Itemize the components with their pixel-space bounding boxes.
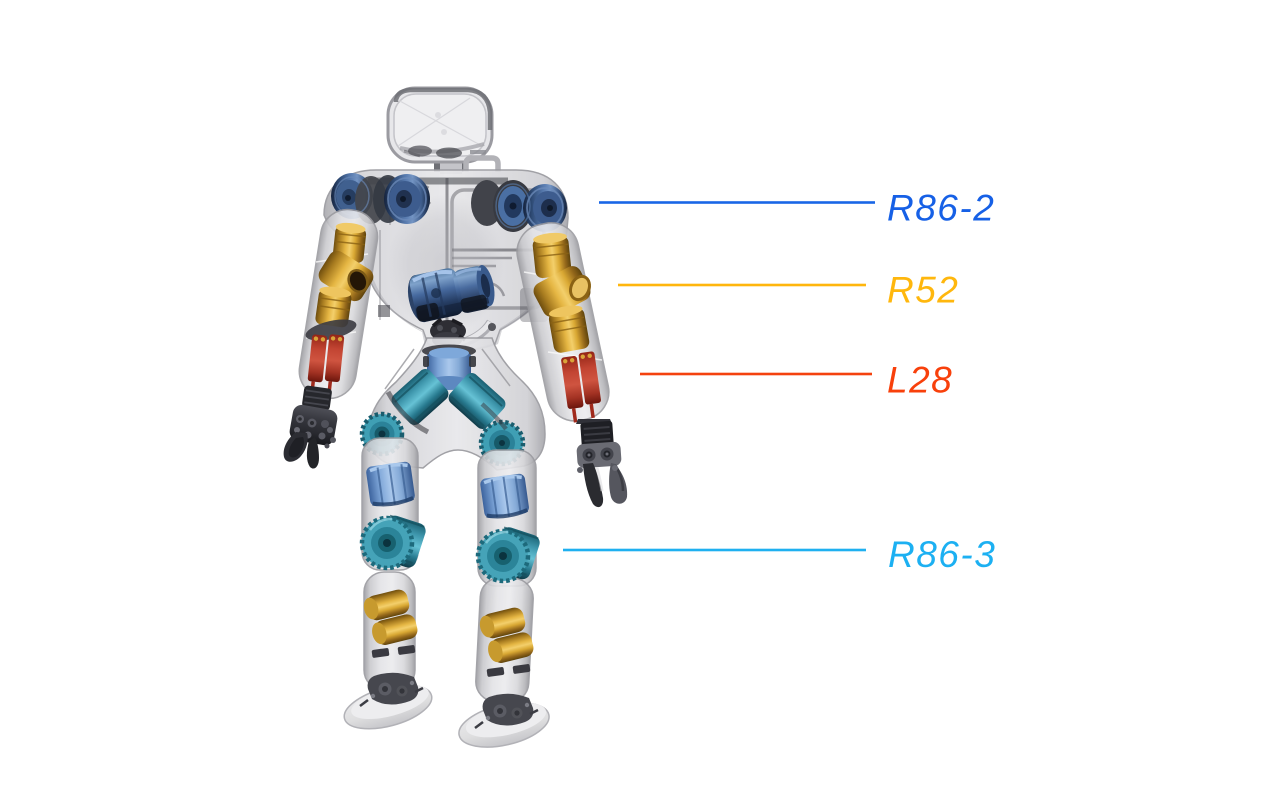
svg-text:R52: R52 [887,270,959,311]
svg-text:R86-3: R86-3 [888,534,996,575]
svg-text:R86-2: R86-2 [887,188,995,229]
svg-text:L28: L28 [887,360,953,401]
